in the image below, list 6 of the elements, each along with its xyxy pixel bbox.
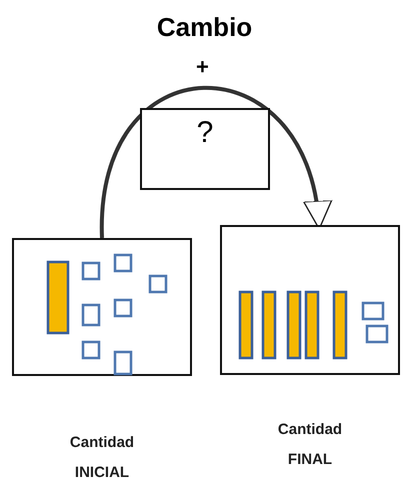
question-mark: ?	[196, 116, 214, 150]
node-label: Cantidad FINAL	[276, 420, 344, 470]
title: Cambio	[156, 12, 254, 43]
node-label: Cantidad INICIAL	[68, 433, 136, 483]
plus-sign: +	[196, 54, 209, 80]
curved-arrow	[100, 86, 330, 238]
